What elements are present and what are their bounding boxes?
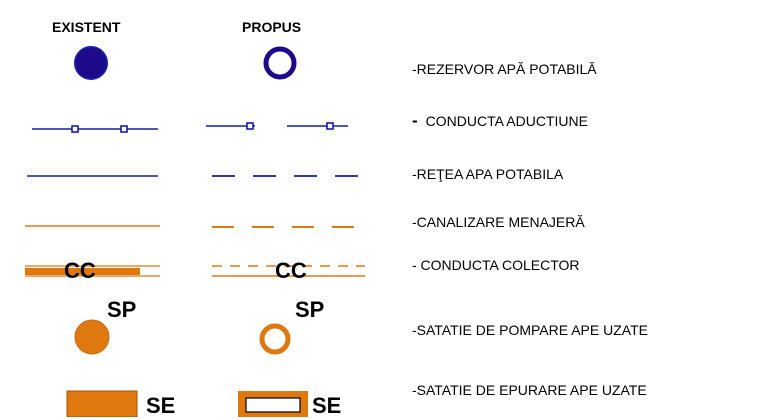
- label-sewer-line: -CANALIZARE MENAJERĂ: [412, 214, 585, 230]
- existing-tank-icon: [74, 46, 108, 80]
- label-supply-pipe-text: CONDUCTA ADUCTIUNE: [425, 113, 588, 129]
- proposed-treatment-station-icon: [238, 391, 308, 417]
- existent-header: EXISTENT: [52, 19, 121, 35]
- proposed-pumping-station-icon: [259, 323, 291, 355]
- existing-supply-pipe-icon: [32, 125, 158, 133]
- existing-treatment-station-icon: [66, 390, 138, 417]
- existing-pumping-tag: SP: [107, 297, 137, 322]
- proposed-collector-tag: CC: [275, 258, 307, 283]
- label-supply-pipe: -CONDUCTA ADUCTIUNE: [412, 111, 588, 131]
- label-treatment-station: -SATATIE DE EPURARE APE UZATE: [412, 382, 647, 398]
- propus-header: PROPUS: [242, 19, 302, 35]
- proposed-collector-pipe-icon: [212, 265, 365, 277]
- label-collector-pipe: - CONDUCTA COLECTOR: [412, 257, 580, 273]
- existing-collector-pipe-icon: [25, 265, 160, 277]
- label-potable-water-tank: -REZERVOR APĂ POTABILĂ: [412, 61, 597, 77]
- proposed-tank-icon: [263, 46, 297, 80]
- proposed-treatment-tag: SE: [312, 393, 342, 418]
- proposed-supply-pipe-icon: [206, 122, 348, 130]
- existing-pumping-station-icon: [74, 319, 110, 355]
- existing-collector-tag: CC: [64, 258, 96, 283]
- label-water-network: -REŢEA APA POTABILA: [412, 166, 564, 182]
- proposed-pumping-tag: SP: [295, 297, 325, 322]
- label-pumping-station: -SATATIE DE POMPARE APE UZATE: [412, 322, 648, 338]
- label-supply-pipe-dash: -: [412, 111, 418, 130]
- existing-treatment-tag: SE: [146, 393, 176, 418]
